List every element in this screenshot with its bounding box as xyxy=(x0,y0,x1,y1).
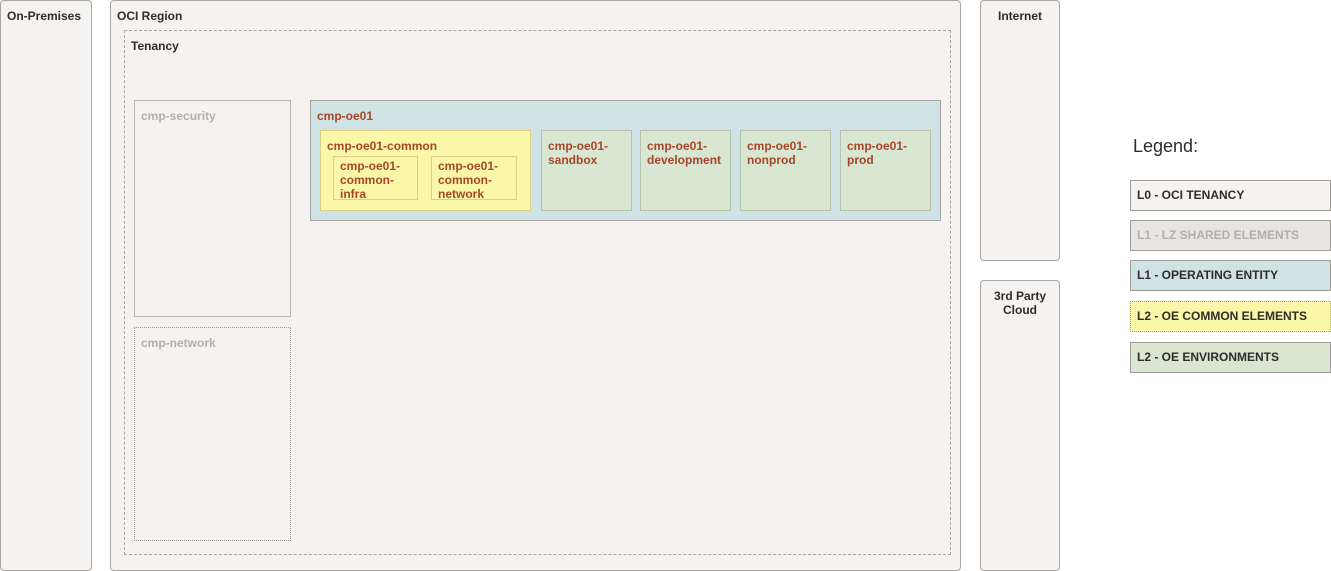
cmp-oe01-sandbox-label: cmp-oe01- sandbox xyxy=(548,139,609,167)
on-premises-label: On-Premises xyxy=(7,9,82,23)
legend-item-l1-operating-entity: L1 - OPERATING ENTITY xyxy=(1130,260,1331,291)
legend-item-label: L2 - OE COMMON ELEMENTS xyxy=(1137,309,1308,323)
cmp-oe01-development-label: cmp-oe01- development xyxy=(647,139,722,167)
legend-item-l1-shared: L1 - LZ SHARED ELEMENTS xyxy=(1130,220,1331,251)
cmp-oe01-sandbox-compartment: cmp-oe01- sandbox xyxy=(541,130,632,211)
cmp-oe01-prod-label: cmp-oe01- prod xyxy=(847,139,908,167)
cmp-oe01-prod-compartment: cmp-oe01- prod xyxy=(840,130,931,211)
internet-label: Internet xyxy=(997,9,1042,23)
cmp-oe01-label: cmp-oe01 xyxy=(317,109,374,123)
on-premises-zone: On-Premises xyxy=(0,0,92,571)
cmp-oe01-development-compartment: cmp-oe01- development xyxy=(640,130,731,211)
tenancy-container: Tenancy xyxy=(124,30,951,555)
legend-item-label: L1 - LZ SHARED ELEMENTS xyxy=(1137,228,1300,242)
legend-item-l0-tenancy: L0 - OCI TENANCY xyxy=(1130,180,1331,211)
cmp-oe01-common-infra-compartment: cmp-oe01- common- infra xyxy=(333,156,418,201)
internet-zone: Internet xyxy=(980,0,1060,261)
legend-item-l2-common: L2 - OE COMMON ELEMENTS xyxy=(1130,301,1331,332)
oci-region-label: OCI Region xyxy=(117,9,183,23)
cmp-network-label: cmp-network xyxy=(141,336,216,350)
legend-title: Legend: xyxy=(1133,136,1199,156)
cmp-network-compartment: cmp-network xyxy=(134,327,291,541)
third-party-cloud-zone: 3rd Party Cloud xyxy=(980,280,1060,571)
cmp-oe01-common-network-label: cmp-oe01- common- network xyxy=(438,159,499,201)
legend-item-label: L2 - OE ENVIRONMENTS xyxy=(1137,350,1280,364)
cmp-oe01-common-label: cmp-oe01-common xyxy=(327,139,438,153)
cmp-security-compartment: cmp-security xyxy=(134,100,291,317)
cmp-oe01-common-infra-label: cmp-oe01- common- infra xyxy=(340,159,401,201)
cmp-oe01-common-network-compartment: cmp-oe01- common- network xyxy=(431,156,517,201)
tenancy-label: Tenancy xyxy=(131,39,179,53)
third-party-cloud-label: 3rd Party Cloud xyxy=(993,289,1047,317)
cmp-security-label: cmp-security xyxy=(141,109,216,123)
legend-item-label: L0 - OCI TENANCY xyxy=(1137,188,1245,202)
legend: Legend: xyxy=(1130,130,1331,380)
legend-item-l2-environments: L2 - OE ENVIRONMENTS xyxy=(1130,342,1331,373)
legend-item-label: L1 - OPERATING ENTITY xyxy=(1137,268,1279,282)
cmp-oe01-nonprod-compartment: cmp-oe01- nonprod xyxy=(740,130,831,211)
cmp-oe01-nonprod-label: cmp-oe01- nonprod xyxy=(747,139,808,167)
